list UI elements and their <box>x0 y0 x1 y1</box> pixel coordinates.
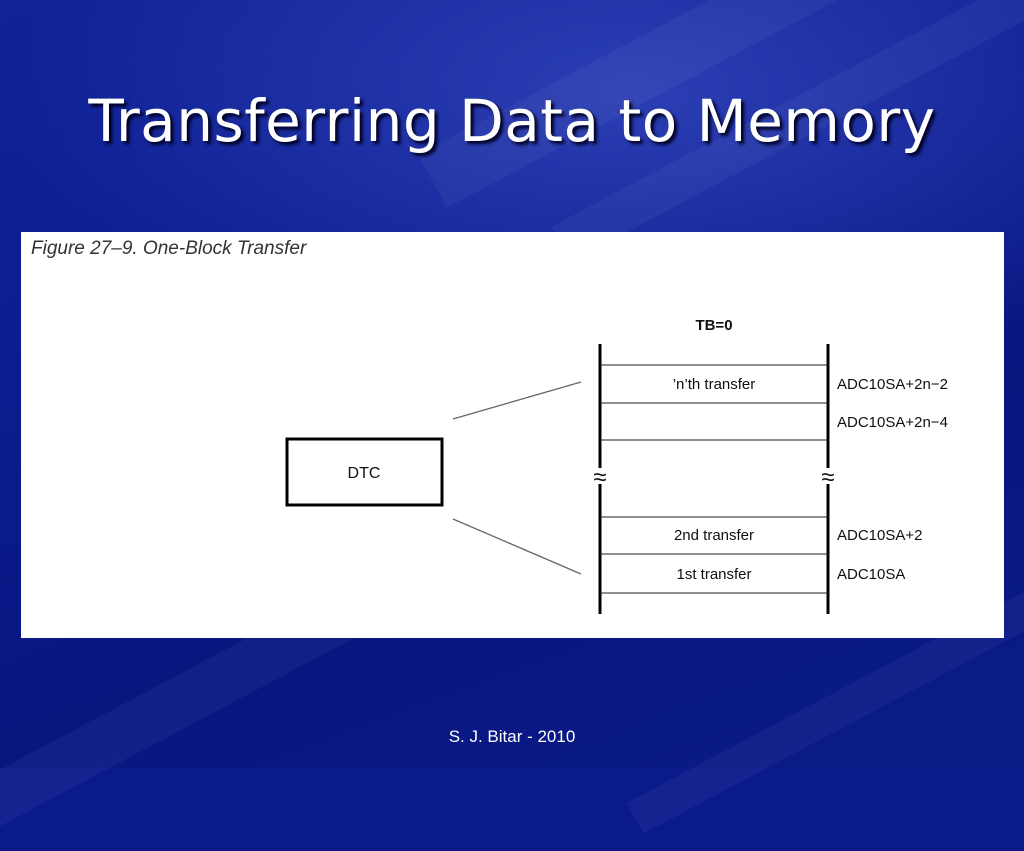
row-label-nth-transfer: ’n’th transfer <box>673 376 756 393</box>
dtc-box <box>285 437 444 507</box>
connector-upper <box>452 381 582 420</box>
address-label: ADC10SA+2 <box>837 527 922 544</box>
address-label: ADC10SA <box>837 566 905 583</box>
tb-label: TB=0 <box>695 317 732 334</box>
dtc-label: DTC <box>348 465 381 482</box>
one-block-transfer-diagram: DTC TB=0 ≈ ≈ ’n’th transfer 2nd transfer… <box>285 317 948 614</box>
slide-footer: S. J. Bitar - 2010 <box>448 727 576 746</box>
break-symbol-left: ≈ <box>593 464 606 491</box>
row-label-1st-transfer: 1st transfer <box>676 566 751 583</box>
address-label: ADC10SA+2n−4 <box>837 414 948 431</box>
break-symbol-right: ≈ <box>821 464 834 491</box>
row-label-2nd-transfer: 2nd transfer <box>674 527 754 544</box>
figure-caption: Figure 27–9. One-Block Transfer <box>31 238 307 259</box>
connector-lower <box>452 518 582 575</box>
address-label: ADC10SA+2n−2 <box>837 376 948 393</box>
slide-title: Transferring Data to Memory <box>88 87 936 155</box>
figure-panel: Figure 27–9. One-Block Transfer DTC TB=0… <box>21 232 1004 638</box>
